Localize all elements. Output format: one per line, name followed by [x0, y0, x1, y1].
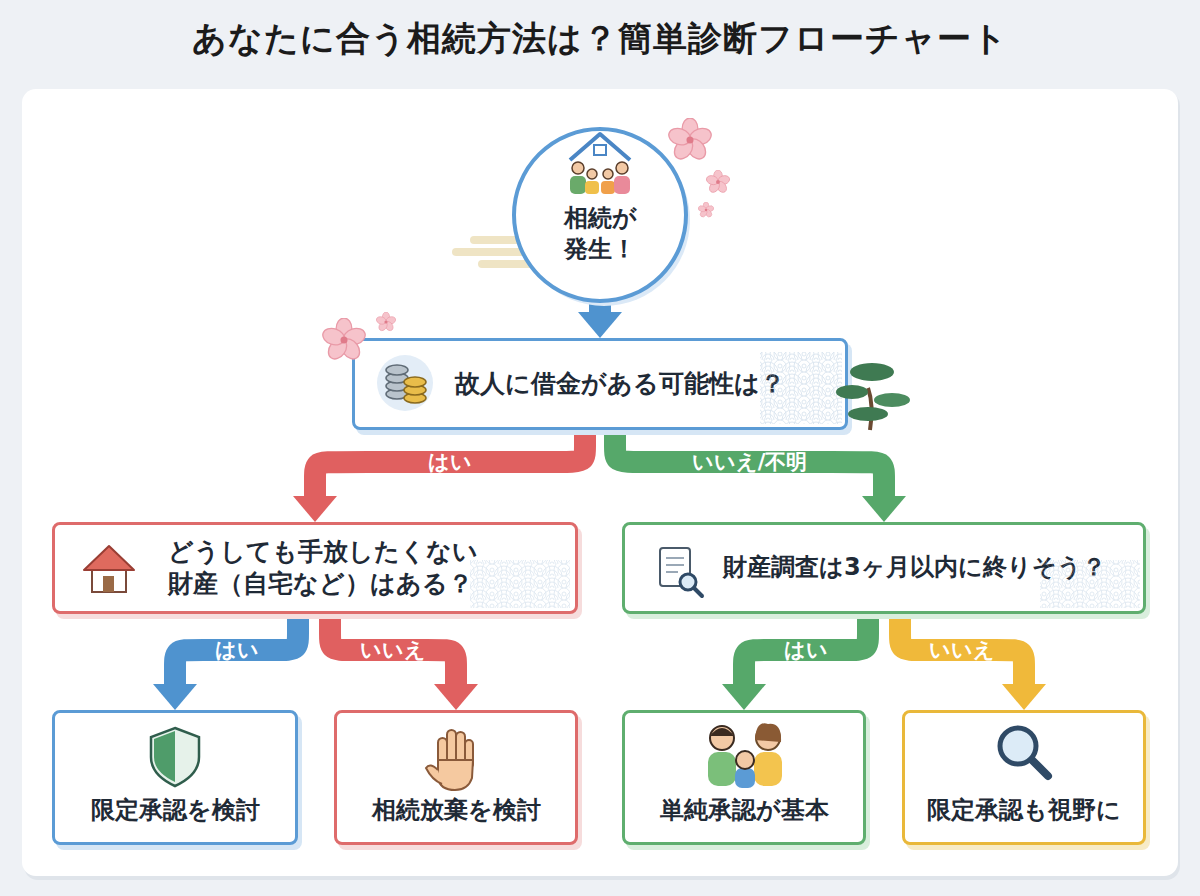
wave-pattern — [470, 560, 570, 608]
shield-icon — [151, 728, 199, 786]
edge-layer — [153, 303, 1046, 710]
decision-box: どうしても手放したくない 財産（自宅など）はある？ — [52, 522, 578, 614]
arrow-shaft — [615, 430, 884, 500]
arrow-head — [578, 312, 622, 338]
flow-arrow — [900, 614, 1046, 710]
house-family-icon — [570, 134, 630, 194]
sakura-flower — [698, 202, 715, 218]
text-area: 財産調査は3ヶ月以内に終りそう？ — [723, 525, 1133, 611]
text-area: 相続が 発生！ — [512, 199, 688, 269]
document-search-icon — [660, 548, 702, 596]
flow-arrow — [578, 303, 622, 338]
text-area: 限定承認を検討 — [55, 788, 295, 834]
result-box: 限定承認も視野に — [902, 710, 1146, 845]
family-icon — [708, 723, 782, 788]
arrow-head — [434, 684, 478, 710]
sakura-flower — [705, 170, 730, 194]
node-text: 財産調査は3ヶ月以内に終りそう？ — [723, 552, 1133, 583]
decision-box: 故人に借金がある可能性は？ — [352, 338, 848, 430]
arrow-head — [1002, 684, 1046, 710]
sakura-flower — [321, 318, 368, 362]
arrow-head — [293, 496, 337, 522]
result-box: 限定承認を検討 — [52, 710, 298, 845]
edge-label: はい — [215, 636, 259, 664]
result-box: 単純承認が基本 — [622, 710, 866, 845]
wave-pattern — [1040, 560, 1140, 608]
arrow-shaft — [175, 614, 298, 688]
decision-box: 財産調査は3ヶ月以内に終りそう？ — [622, 522, 1146, 614]
flow-arrow — [330, 614, 478, 710]
node-text: 故人に借金がある可能性は？ — [455, 368, 835, 401]
node-text: 限定承認も視野に — [905, 795, 1143, 826]
flow-arrow — [722, 614, 868, 710]
text-area: 相続放棄を検討 — [337, 788, 575, 834]
arrow-shaft — [330, 614, 456, 688]
text-area: 故人に借金がある可能性は？ — [455, 341, 835, 427]
circle-border — [514, 129, 686, 301]
text-area: 限定承認も視野に — [905, 788, 1143, 834]
magnifier-icon — [1000, 728, 1048, 776]
node-text: 単純承認が基本 — [625, 795, 863, 826]
sakura-flower — [667, 118, 714, 162]
edge-label: いいえ/不明 — [692, 448, 808, 476]
edge-label: はい — [784, 636, 828, 664]
arrow-shaft — [744, 614, 868, 688]
wave-pattern — [760, 352, 842, 424]
text-area: 単純承認が基本 — [625, 788, 863, 834]
node-text: どうしても手放したくない 財産（自宅など）はある？ — [168, 536, 480, 601]
title: あなたに合う相続方法は？簡単診断フローチャート — [0, 16, 1200, 62]
start-circle: 相続が 発生！ — [512, 127, 688, 303]
flow-arrow — [153, 614, 298, 710]
sakura-flower — [375, 312, 396, 332]
flow-arrow — [293, 430, 585, 522]
node-text: 相続が 発生！ — [555, 203, 645, 265]
arrow-shaft — [315, 430, 585, 500]
panel — [22, 89, 1178, 876]
arrow-shaft — [900, 614, 1024, 688]
text-area: どうしても手放したくない 財産（自宅など）はある？ — [168, 525, 508, 611]
house-icon — [84, 546, 134, 592]
result-box: 相続放棄を検討 — [334, 710, 578, 845]
hand-icon — [426, 730, 473, 790]
edge-label: はい — [428, 448, 472, 476]
edge-label: いいえ — [929, 636, 995, 664]
node-text: 相続放棄を検討 — [337, 795, 575, 826]
node-text: 限定承認を検討 — [55, 795, 295, 826]
arrow-head — [722, 684, 766, 710]
flow-arrow — [615, 430, 906, 522]
arrow-head — [862, 496, 906, 522]
edge-label: いいえ — [360, 636, 426, 664]
coins-icon — [377, 355, 433, 411]
arrow-head — [153, 684, 197, 710]
pine-tree — [836, 363, 910, 430]
